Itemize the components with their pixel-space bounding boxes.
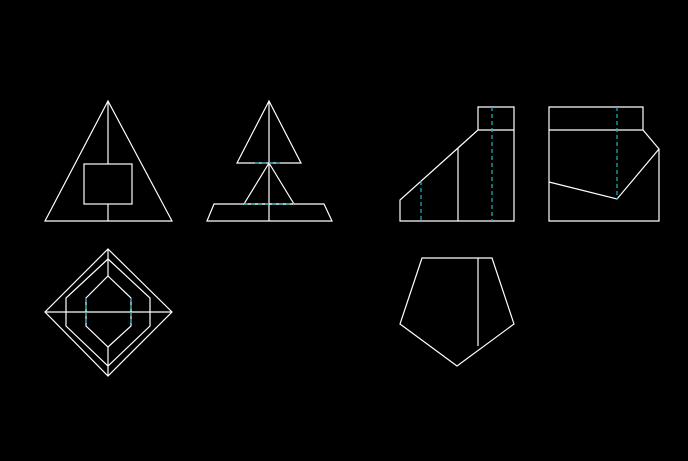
view-sloped-block — [399, 106, 515, 222]
view-stacked-triangles — [206, 99, 333, 222]
view-pentagon — [399, 257, 515, 367]
view-diamond-top — [44, 248, 173, 377]
view-triangle-front — [44, 99, 173, 222]
view-angled-block — [548, 106, 660, 222]
pentagon-outline — [399, 257, 515, 367]
block-outline — [399, 106, 515, 222]
